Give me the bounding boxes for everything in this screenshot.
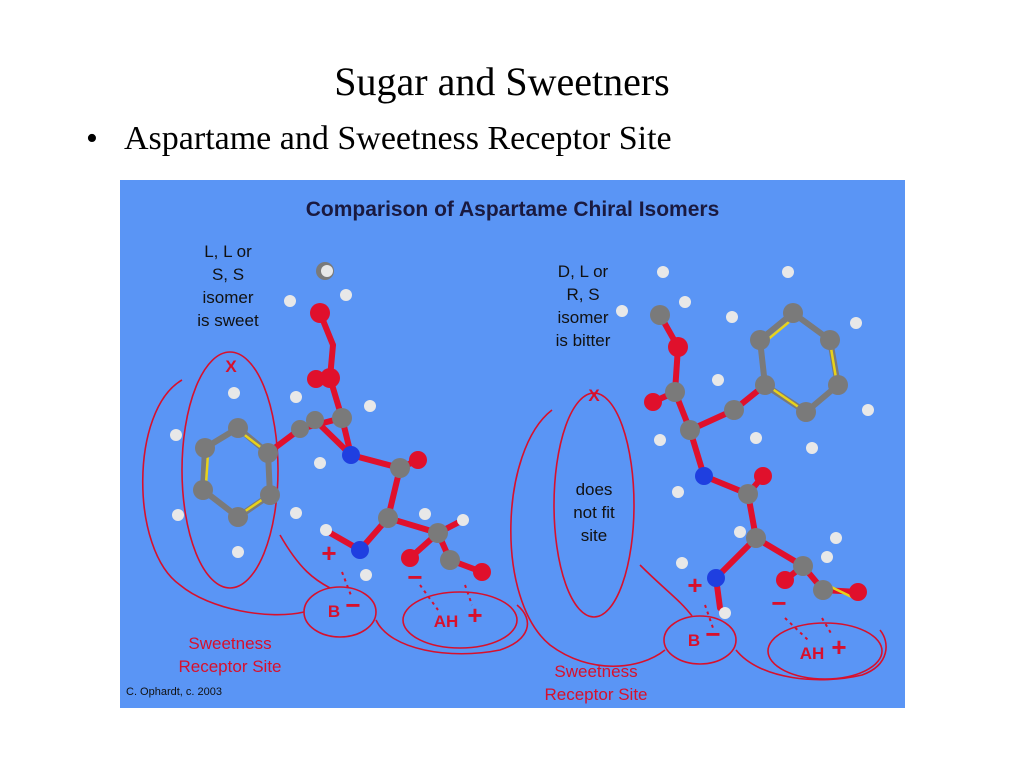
figure-title: Comparison of Aspartame Chiral Isomers: [305, 198, 720, 221]
right-receptor-label: Sweetness Receptor Site: [526, 660, 666, 706]
right-misfit-line: not fit: [573, 503, 615, 522]
right-receptor-outline: [510, 392, 887, 681]
left-ah-plus-sign: +: [467, 600, 483, 630]
left-receptor-label: Sweetness Receptor Site: [160, 632, 300, 678]
slide-title: Sugar and Sweetners: [334, 59, 670, 104]
molecule-drawing: [142, 262, 887, 681]
left-atoms: [170, 262, 491, 581]
left-receptor-line: Sweetness: [188, 634, 272, 653]
right-label-line: R, S: [566, 285, 600, 304]
right-label-line: D, L or: [557, 262, 609, 281]
left-receptor-outline: [142, 351, 529, 655]
left-ah-minus-sign: −: [407, 562, 423, 592]
right-site-ah: AH: [799, 644, 825, 663]
figure-credit: C. Ophardt, c. 2003: [126, 686, 222, 698]
left-bonds: [265, 310, 485, 575]
right-b-minus-sign: −: [705, 619, 721, 649]
right-b-plus-sign: +: [687, 570, 703, 600]
right-label-line: isomer: [557, 308, 609, 327]
interaction-lines: [341, 571, 833, 641]
left-b-plus-sign: +: [321, 538, 337, 568]
right-label-line: is bitter: [555, 331, 611, 350]
right-ah-plus-sign: +: [831, 632, 847, 662]
left-site-b: B: [327, 602, 341, 621]
left-label-line: isomer: [202, 288, 254, 307]
right-site-b: B: [687, 631, 701, 650]
right-ring-double-bonds: [765, 321, 859, 602]
right-atoms: [616, 266, 874, 619]
left-label-line: L, L or: [204, 242, 252, 261]
right-receptor-line: Receptor Site: [544, 685, 648, 704]
left-receptor-line: Receptor Site: [178, 657, 282, 676]
left-site-ah: AH: [433, 612, 459, 631]
right-isomer-label: D, L or R, S isomer is bitter: [518, 260, 648, 352]
left-isomer-label: L, L or S, S isomer is sweet: [168, 240, 288, 332]
left-site-x: X: [225, 357, 237, 376]
right-site-x: X: [588, 386, 600, 405]
left-b-minus-sign: −: [345, 590, 361, 620]
left-label-line: S, S: [211, 265, 245, 284]
bullet-item: • Aspartame and Sweetness Receptor Site: [86, 120, 672, 158]
left-label-line: is sweet: [197, 311, 259, 330]
right-misfit-line: does: [575, 480, 613, 499]
aspartame-isomer-diagram: Comparison of Aspartame Chiral Isomers L…: [120, 180, 905, 708]
right-misfit-line: site: [580, 526, 608, 545]
right-receptor-line: Sweetness: [554, 662, 638, 681]
left-ring-bonds: [200, 425, 273, 520]
right-ring-bonds: [757, 310, 841, 415]
bullet-dot: •: [86, 120, 98, 157]
right-ah-minus-sign: −: [771, 588, 787, 618]
right-misfit-label: does not fit site: [554, 478, 634, 547]
bullet-text: Aspartame and Sweetness Receptor Site: [124, 120, 672, 157]
